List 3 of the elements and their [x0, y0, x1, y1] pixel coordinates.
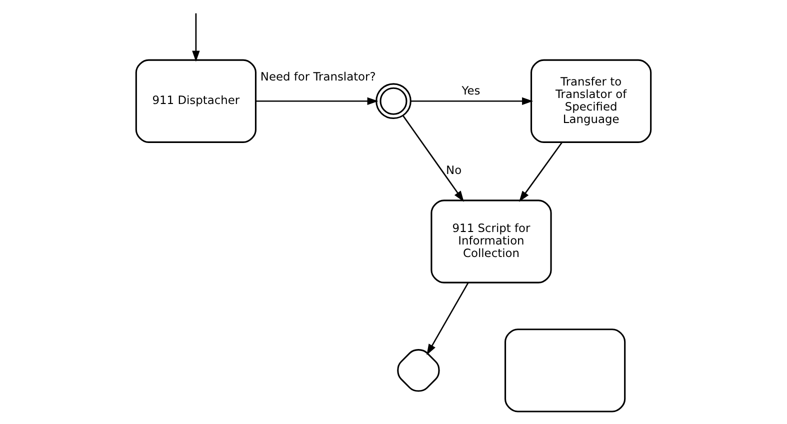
node-label: Need for Translator?: [260, 70, 376, 84]
edge-label: No: [446, 163, 462, 178]
edge-label: Yes: [462, 84, 480, 98]
